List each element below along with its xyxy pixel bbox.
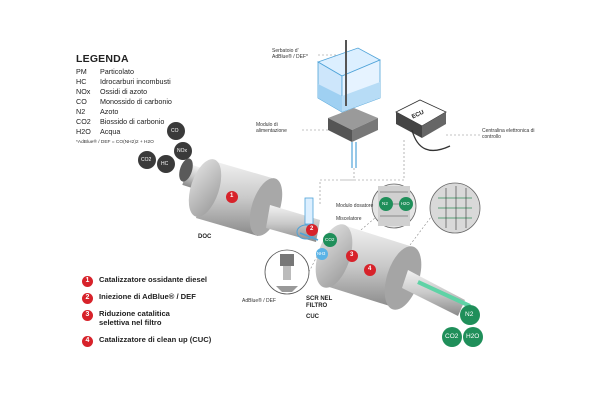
step-4: 4 Catalizzatore di clean up (CUC): [82, 335, 212, 347]
step-text: Riduzione catalitica selettiva nel filtr…: [99, 309, 170, 327]
dosing-module-label: Modulo dosatore: [336, 203, 374, 209]
step-number: 2: [82, 293, 93, 304]
molecule-nh3: NH3: [317, 251, 326, 256]
legend-desc: Acqua: [100, 127, 121, 136]
step-number: 4: [82, 336, 93, 347]
tank-label: Serbatoio d' AdBlue® / DEF*: [272, 48, 308, 60]
legend-code: H2O: [76, 127, 91, 136]
legend-row-co: CO Monossido di carbonio: [76, 97, 172, 106]
legend-code: CO: [76, 97, 87, 106]
legend-row-hc: HC Idrocarburi incombusti: [76, 77, 171, 86]
marker-4: 4: [368, 266, 372, 272]
legend-row-nox: NOx Ossidi di azoto: [76, 87, 147, 96]
supply-module: [328, 108, 378, 168]
molecule-co2: CO2: [141, 157, 152, 163]
marker-1: 1: [230, 193, 234, 199]
doc-unit: [179, 158, 320, 242]
molecule-co: CO: [171, 128, 179, 134]
legend-row-h2o: H2O Acqua: [76, 127, 120, 136]
legend-desc: Biossido di carbonio: [100, 117, 165, 126]
ecu-description-label: Centralina elettronica di controllo: [482, 128, 535, 140]
cuc-label: CUC: [306, 314, 319, 320]
legend-code: HC: [76, 77, 87, 86]
molecule-hc: HC: [161, 161, 169, 167]
step-number: 1: [82, 276, 93, 287]
scr-label: SCR NEL FILTRO: [306, 296, 333, 310]
legend-row-pm: PM Particolato: [76, 67, 134, 76]
marker-2: 2: [310, 226, 314, 232]
molecule-co2-out: CO2: [445, 333, 459, 340]
legend-row-n2: N2 Azoto: [76, 107, 118, 116]
inlet-molecules: [138, 122, 192, 173]
molecule-co2-mixer: CO2: [325, 237, 335, 242]
adblue-label: AdBlue® / DEF: [242, 298, 276, 304]
legend-code: PM: [76, 67, 87, 76]
supply-module-label: Modulo di alimentazione: [256, 122, 287, 134]
molecule-nox: NOx: [177, 148, 187, 154]
legend-code: NOx: [76, 87, 91, 96]
filter-zoom: [429, 182, 481, 234]
step-text: Catalizzatore ossidante diesel: [99, 275, 208, 284]
molecule-h2o-out: H2O: [466, 333, 480, 340]
molecule-n2-zoom: N2: [382, 201, 388, 206]
legend-desc: Ossidi di azoto: [100, 87, 148, 96]
diagram-markers: [226, 191, 376, 276]
legend-desc: Monossido di carbonio: [100, 97, 172, 106]
marker-3: 3: [350, 252, 354, 258]
legend-desc: Azoto: [100, 107, 119, 116]
molecule-h2o-zoom: H2O: [401, 201, 410, 206]
step-number: 3: [82, 310, 93, 321]
doc-label: DOC: [198, 234, 212, 240]
step-1: 1 Catalizzatore ossidante diesel: [82, 275, 208, 287]
legend-code: CO2: [76, 117, 91, 126]
legend-row-co2: CO2 Biossido di carbonio: [76, 117, 164, 126]
step-3: 3 Riduzione catalitica selettiva nel fil…: [82, 309, 202, 327]
step-text: Iniezione di AdBlue® / DEF: [99, 292, 196, 301]
mixer-label: Miscelatore: [336, 216, 362, 222]
injector-zoom: [264, 249, 321, 295]
adblue-tank: [317, 40, 381, 113]
legend-desc: Idrocarburi incombusti: [100, 77, 171, 86]
adblue-formula: *AdBlue® / DEF = CO(NH2)2 + H2O: [76, 140, 154, 145]
legend-code: N2: [76, 107, 86, 116]
ecu-box: [395, 99, 451, 151]
green-molecules: [316, 197, 483, 347]
molecule-n2-out: N2: [465, 311, 474, 318]
step-2: 2 Iniezione di AdBlue® / DEF: [82, 292, 196, 304]
legend-title: LEGENDA: [76, 53, 129, 65]
scr-cuc-unit: [315, 224, 471, 316]
legend-desc: Particolato: [100, 67, 134, 76]
step-text: Catalizzatore di clean up (CUC): [99, 335, 212, 344]
